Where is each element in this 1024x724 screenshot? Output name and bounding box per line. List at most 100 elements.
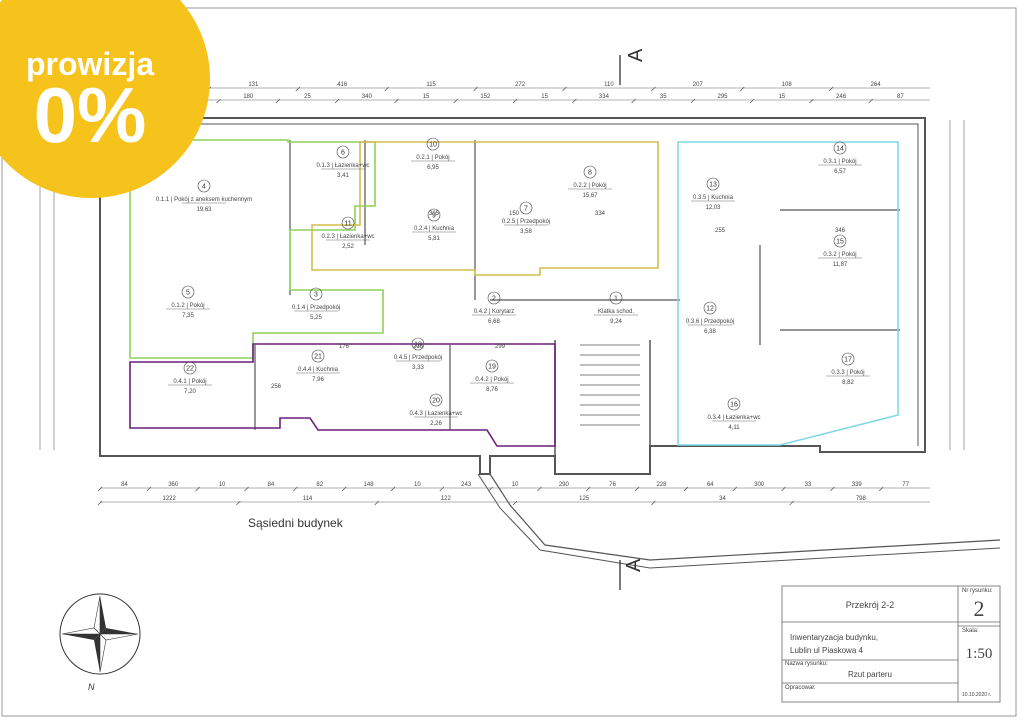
room-number-circle	[336, 145, 350, 159]
room-name: 0.4.5 | Przedpokój	[394, 355, 442, 361]
dimension-tick	[537, 486, 542, 492]
room-number-circle	[833, 234, 847, 248]
dimension-value: 34	[719, 496, 726, 502]
apartment-4-outline	[129, 343, 556, 447]
project-line-2: Lublin ul Piaskowa 4	[790, 646, 863, 655]
dimension-tick	[394, 98, 399, 104]
dimension-value: 272	[515, 82, 526, 88]
room-number-circle	[427, 208, 441, 222]
dimension-tick	[740, 86, 745, 92]
room-number: 10	[429, 142, 437, 149]
dimension-value: 82	[316, 482, 323, 488]
dimension-value: 180	[243, 94, 254, 100]
room-number-circle	[183, 361, 197, 375]
room-number: 14	[836, 146, 844, 153]
room-area: 3,33	[412, 365, 424, 371]
room-number-circle	[703, 301, 717, 315]
room-name: 0.2.1 | Pokój	[416, 155, 449, 161]
dimension-value: 10	[219, 482, 226, 488]
room-name: 0.1.3 | Łazienka+wc	[316, 163, 369, 169]
room-number: 18	[414, 342, 422, 349]
room-number-circle	[727, 397, 741, 411]
room-number: 16	[730, 402, 738, 409]
dimension-tick	[572, 98, 577, 104]
room-area: 2,52	[342, 244, 354, 250]
dimension-tick	[97, 500, 103, 506]
room-area: 3,58	[520, 229, 532, 235]
dimension-value: 798	[856, 496, 867, 502]
dimension-tick	[334, 98, 340, 104]
room-name: 0.3.2 | Pokój	[823, 252, 856, 258]
room-area: 12,03	[705, 205, 721, 211]
dimension-tick	[439, 486, 444, 492]
room-area: 7,35	[182, 313, 194, 319]
dimension-value: 360	[168, 482, 179, 488]
dimension-value: 114	[303, 496, 313, 502]
dimension-tick	[275, 98, 281, 104]
dimension-value: 340	[362, 94, 373, 100]
room-number-circle	[609, 291, 623, 305]
drawing-number-label: Nr rysunku:	[962, 588, 993, 594]
dimension-tick	[488, 486, 493, 492]
drawing-date: 10.10.2020 r.	[962, 692, 992, 698]
room-number-circle	[485, 359, 499, 373]
dimension-value: 125	[579, 496, 590, 502]
dimension-tick	[374, 500, 379, 506]
room-number: 12	[706, 306, 714, 313]
drawing-name-label: Nazwa rysunku:	[785, 661, 828, 667]
room-number: 6	[341, 150, 345, 157]
apartment-2-outline	[311, 141, 659, 276]
room-number: 15	[836, 239, 844, 246]
room-number: 8	[588, 170, 592, 177]
room-number-circle	[429, 393, 443, 407]
dimension-value: 10	[414, 482, 421, 488]
dimension-tick	[236, 500, 241, 506]
dimension-tick	[97, 486, 103, 492]
dimension-tick	[651, 86, 656, 92]
room-number-circle	[706, 177, 720, 191]
room-area: 6,57	[834, 169, 846, 175]
dimension-value: 152	[480, 94, 491, 100]
room-name: 0.3.3 | Pokój	[831, 370, 864, 376]
room-area: 8,76	[486, 387, 498, 393]
dimension-value: 334	[599, 94, 610, 100]
room-area: 5,25	[310, 315, 322, 321]
room-name: 0.2.2 | Pokój	[573, 183, 606, 189]
dimension-tick	[341, 486, 347, 492]
room-area: 19,63	[196, 207, 212, 213]
dimension-value: 207	[693, 82, 704, 88]
dimension-value: 246	[836, 94, 847, 100]
dimension-tick	[651, 500, 656, 506]
dimension-tick	[828, 86, 834, 92]
dimension-tick	[473, 86, 478, 92]
interior-dimension: 255	[715, 228, 726, 234]
interior-dimension: 176	[339, 344, 350, 350]
room-name: 0.3.1 | Pokój	[823, 159, 856, 165]
dimension-tick	[749, 98, 755, 104]
room-number: 22	[186, 366, 194, 373]
room-name: 0.4.3 | Łazienka+wc	[409, 411, 462, 417]
dimension-value: 76	[609, 482, 616, 488]
dimension-value: 87	[897, 94, 904, 100]
room-number: 7	[524, 206, 528, 213]
interior-dimension: 299	[495, 344, 506, 350]
room-area: 15,67	[582, 193, 598, 199]
room-area: 7,96	[312, 377, 324, 383]
room-number-circle	[841, 352, 855, 366]
dimension-value: 131	[248, 82, 259, 88]
room-number-circle	[309, 287, 323, 301]
room-name: 0.4.2 | Korytarz	[474, 309, 515, 315]
room-label: 160.3.4 | Łazienka+wc4,11	[707, 397, 761, 431]
room-number: 9	[432, 213, 436, 220]
neighbour-building-label: Sąsiedni budynek	[248, 516, 344, 530]
room-number-circle	[411, 337, 425, 351]
room-name: 0.1.4 | Przedpokój	[292, 305, 340, 311]
room-number: 1	[614, 296, 618, 303]
